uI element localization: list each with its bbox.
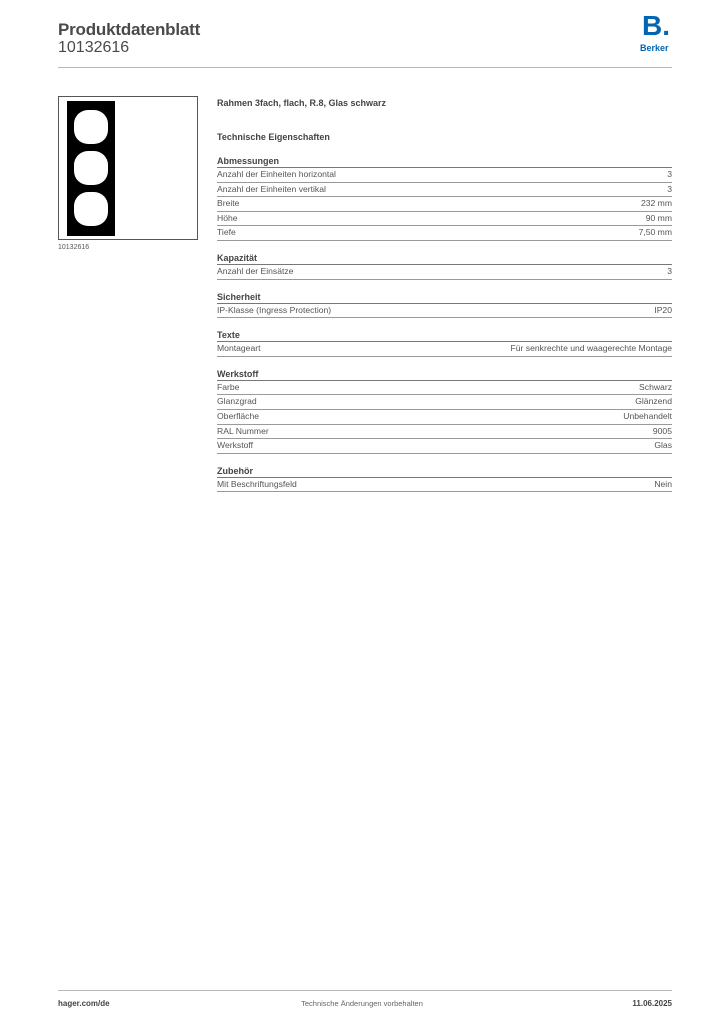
spec-row: Breite 232 mm bbox=[217, 197, 672, 212]
product-image bbox=[58, 96, 198, 240]
spec-row: Oberfläche Unbehandelt bbox=[217, 410, 672, 425]
spec-row: RAL Nummer 9005 bbox=[217, 425, 672, 440]
section-title: Zubehör bbox=[217, 465, 672, 478]
spec-value: 9005 bbox=[652, 425, 672, 436]
tech-heading: Technische Eigenschaften bbox=[217, 132, 330, 142]
spec-label: Farbe bbox=[217, 381, 240, 392]
section-title: Kapazität bbox=[217, 252, 672, 265]
spec-row: Werkstoff Glas bbox=[217, 439, 672, 454]
spec-row: Farbe Schwarz bbox=[217, 381, 672, 396]
spec-value: Nein bbox=[654, 478, 672, 489]
spec-value: IP20 bbox=[654, 304, 672, 315]
footer-disclaimer: Technische Änderungen vorbehalten bbox=[301, 999, 423, 1008]
frame-illustration bbox=[67, 101, 115, 236]
spec-label: Anzahl der Einheiten horizontal bbox=[217, 169, 336, 179]
berker-logo: B. Berker bbox=[640, 12, 676, 56]
spec-row: IP-Klasse (Ingress Protection) IP20 bbox=[217, 304, 672, 319]
spec-row: Höhe 90 mm bbox=[217, 212, 672, 227]
product-details: Rahmen 3fach, flach, R.8, Glas schwarz T… bbox=[217, 96, 672, 493]
header-divider bbox=[58, 67, 672, 68]
spec-value: 3 bbox=[667, 169, 672, 179]
spec-value: Glänzend bbox=[635, 396, 672, 407]
spec-label: Glanzgrad bbox=[217, 396, 257, 407]
spec-value: Unbehandelt bbox=[623, 410, 672, 421]
spec-value: Für senkrechte und waagerechte Montage bbox=[510, 343, 672, 354]
spec-value: 3 bbox=[667, 183, 672, 194]
socket-opening bbox=[74, 192, 108, 226]
section-title: Texte bbox=[217, 329, 672, 343]
spec-row: Anzahl der Einheiten horizontal 3 bbox=[217, 168, 672, 183]
spec-label: Tiefe bbox=[217, 227, 236, 238]
spec-label: Anzahl der Einsätze bbox=[217, 265, 294, 276]
spec-value: 3 bbox=[667, 265, 672, 276]
socket-opening bbox=[74, 110, 108, 144]
footer-divider bbox=[58, 990, 672, 991]
spec-row: Glanzgrad Glänzend bbox=[217, 395, 672, 410]
spec-value: 7,50 mm bbox=[638, 227, 672, 238]
spec-value: 90 mm bbox=[645, 212, 672, 223]
section-title: Werkstoff bbox=[217, 368, 672, 381]
section-title: Abmessungen bbox=[217, 155, 672, 168]
spec-value: Glas bbox=[654, 440, 672, 451]
spec-label: Werkstoff bbox=[217, 440, 253, 451]
socket-opening bbox=[74, 151, 108, 185]
spec-row: Anzahl der Einheiten vertikal 3 bbox=[217, 183, 672, 198]
spec-row: Tiefe 7,50 mm bbox=[217, 226, 672, 241]
spec-label: Oberfläche bbox=[217, 410, 260, 421]
spec-label: RAL Nummer bbox=[217, 425, 269, 436]
page-title: Produktdatenblatt bbox=[58, 20, 201, 39]
spec-label: IP-Klasse (Ingress Protection) bbox=[217, 304, 332, 315]
spec-row: Anzahl der Einsätze 3 bbox=[217, 265, 672, 280]
product-number: 10132616 bbox=[58, 39, 130, 56]
spec-row: Mit Beschriftungsfeld Nein bbox=[217, 478, 672, 493]
footer-date: 11.06.2025 bbox=[632, 999, 672, 1008]
spec-label: Mit Beschriftungsfeld bbox=[217, 478, 297, 489]
spec-value: Schwarz bbox=[639, 381, 672, 392]
spec-label: Breite bbox=[217, 198, 240, 209]
footer-website: hager.com/de bbox=[58, 999, 110, 1008]
logo-letter: B. bbox=[642, 10, 670, 41]
spec-value: 232 mm bbox=[640, 198, 672, 209]
logo-name: Berker bbox=[640, 43, 669, 53]
spec-label: Anzahl der Einheiten vertikal bbox=[217, 183, 326, 194]
spec-row: Montageart Für senkrechte und waagerechte… bbox=[217, 342, 672, 357]
spec-label: Höhe bbox=[217, 212, 238, 223]
spec-label: Montageart bbox=[217, 343, 261, 354]
section-title: Sicherheit bbox=[217, 291, 672, 304]
product-title: Rahmen 3fach, flach, R.8, Glas schwarz bbox=[217, 98, 387, 108]
image-caption: 10132616 bbox=[58, 244, 90, 251]
